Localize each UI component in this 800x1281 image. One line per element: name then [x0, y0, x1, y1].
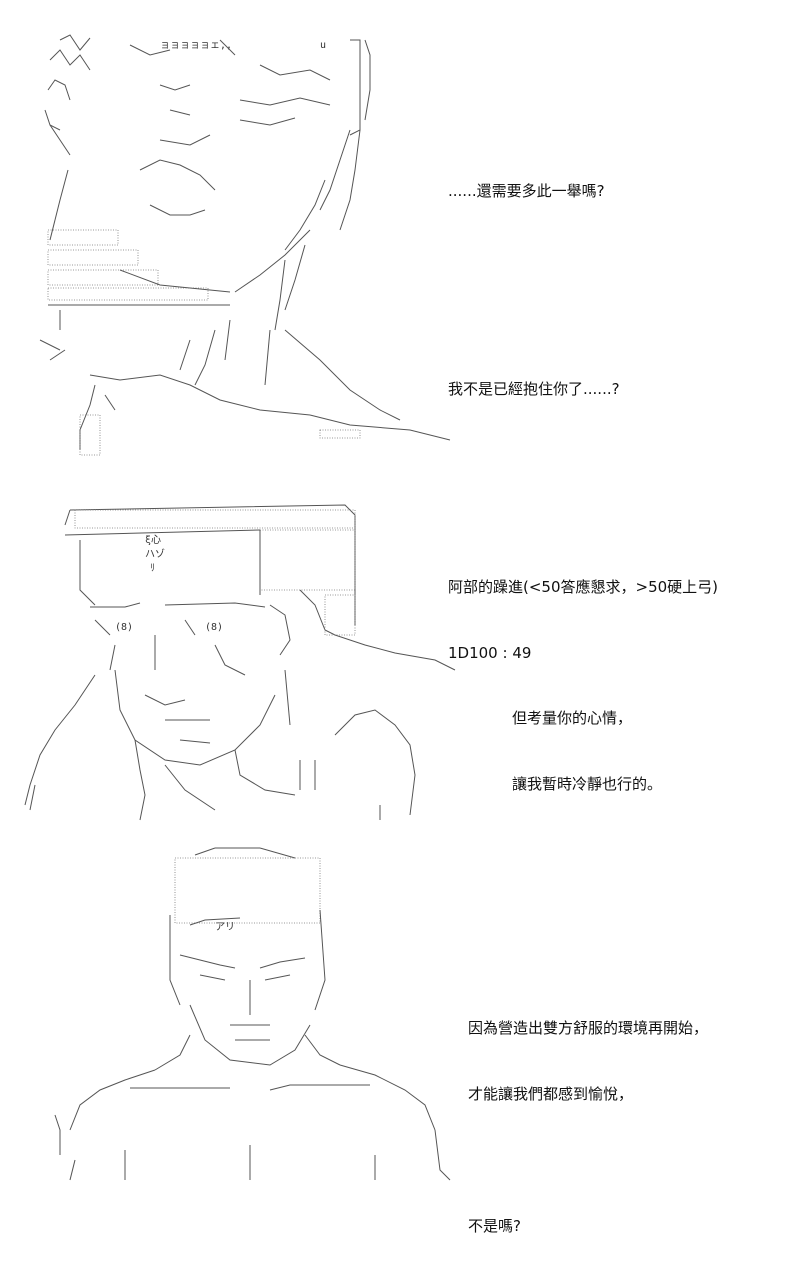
svg-text:アリ: アリ	[215, 922, 235, 933]
svg-text:u: u	[320, 40, 326, 51]
dialogue-line: 讓我暫時冷靜也行的。	[512, 775, 663, 793]
dialogue-line: 但考量你的心情，	[512, 709, 633, 727]
dialogue-line: 因為營造出雙方舒服的環境再開始，	[468, 1019, 709, 1037]
svg-text:ョョョョョェ,,: ョョョョョェ,,	[160, 40, 232, 51]
panel-2: ξ心 ハゾ ﾘ (8) (8)	[0, 490, 800, 830]
svg-text:(8): (8)	[205, 622, 223, 633]
dialogue-line: ......還需要多此一舉嗎?	[448, 182, 605, 200]
dialogue-text-1: ......還需要多此一舉嗎? 我不是已經抱住你了......? 阿部的躁進(<…	[448, 136, 718, 708]
svg-text:ξ心: ξ心	[145, 534, 161, 546]
dialogue-line: 才能讓我們都感到愉悅，	[468, 1085, 634, 1103]
ascii-art-figure-2-drawing: ξ心 ハゾ ﾘ (8) (8)	[24, 504, 456, 821]
panel-1: ョョョョョェ,, u	[0, 0, 800, 662]
dialogue-line: 我不是已經抱住你了......?	[448, 380, 620, 398]
ascii-art-figure-1: ョョョョョェ,, u	[30, 30, 480, 460]
ascii-art-figure-3-drawing: アリ	[54, 847, 451, 1181]
ascii-art-figure-2: ξ心 ハゾ ﾘ (8) (8)	[15, 495, 465, 825]
panel-3: アリ	[0, 840, 800, 1235]
svg-text:ハゾ: ハゾ	[145, 548, 165, 560]
ascii-art-figure-3: アリ	[30, 840, 460, 1185]
dice-roll-result: 1D100 : 49	[448, 644, 532, 662]
dialogue-text-3: 因為營造出雙方舒服的環境再開始， 才能讓我們都感到愉悅， 不是嗎?	[468, 973, 708, 1281]
dialogue-line: 不是嗎?	[468, 1217, 521, 1235]
ascii-art-figure-1-drawing: ョョョョョェ,, u	[39, 34, 451, 456]
svg-text:(8): (8)	[115, 622, 133, 633]
dialogue-line: 阿部的躁進(<50答應懇求，>50硬上弓)	[448, 578, 719, 596]
dialogue-text-2: 但考量你的心情， 讓我暫時冷靜也行的。	[512, 663, 662, 839]
svg-text:ﾘ: ﾘ	[150, 563, 155, 574]
